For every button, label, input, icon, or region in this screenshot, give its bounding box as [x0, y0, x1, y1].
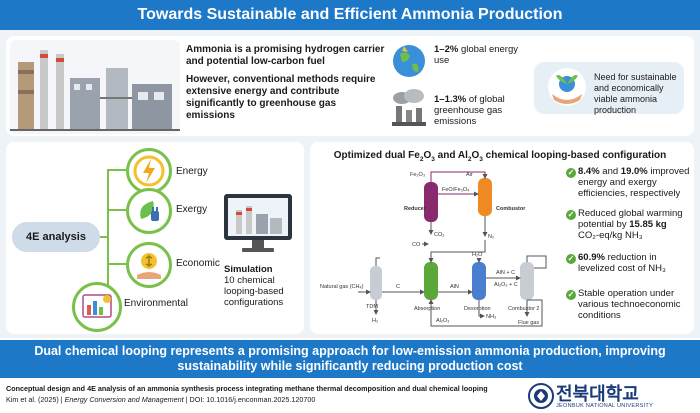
- intro-text: Ammonia is a promising hydrogen carrier …: [186, 44, 386, 128]
- reducer-vessel: [424, 182, 438, 222]
- analysis-item-exergy: Exergy: [176, 204, 208, 215]
- natural-gas-label: Natural gas (CH₄): [320, 284, 364, 290]
- analysis-item-economic: Economic: [176, 258, 220, 269]
- result-cost-text: reduction in levelized cost of NH₃: [578, 252, 666, 274]
- combustor2-label: Combustor 2: [508, 306, 540, 312]
- intro-paragraph-2: However, conventional methods require ex…: [186, 74, 376, 121]
- result-efficiency: 8.4% and 19.0% improved energy and exerg…: [578, 166, 692, 199]
- analysis-badge: 4E analysis: [12, 222, 100, 252]
- intro-paragraph-1: Ammonia is a promising hydrogen carrier …: [186, 44, 385, 67]
- simulation-text: 10 chemical looping-based configurations: [224, 275, 284, 308]
- absorption-vessel: [424, 262, 438, 300]
- absorption-label: Absorption: [414, 306, 440, 312]
- university-seal-icon: [528, 383, 554, 409]
- configuration-title: Optimized dual Fe2O3 and Al2O3 chemical …: [333, 150, 667, 163]
- check-icon: ✓: [566, 210, 576, 220]
- citation: Conceptual design and 4E analysis of an …: [6, 383, 506, 405]
- feo-label: FeO/Fe₃O₄: [442, 187, 470, 193]
- process-flow-diagram: Reducer Combustor Fe₂O₃ FeO/Fe₃O₄ Air CO…: [320, 171, 547, 327]
- environmental-circle: [72, 282, 122, 332]
- factory-illustration: [10, 40, 180, 134]
- simulation-monitor-icon: [224, 194, 292, 252]
- co2-label: CO₂: [434, 232, 444, 238]
- lightning-icon: [133, 155, 165, 187]
- n2-label: N₂: [488, 234, 494, 240]
- conclusion-bar: Dual chemical looping represents a promi…: [0, 340, 700, 378]
- ghg-stat-value: 1–1.3%: [434, 94, 467, 105]
- citation-line: Kim et al. (2025) | Energy Conversion an…: [6, 394, 506, 405]
- check-icon: ✓: [566, 254, 576, 264]
- al2o3-c-label: Al₂O₃ + C: [494, 282, 518, 288]
- energy-stat-text: global energy use: [434, 44, 518, 66]
- title-bar: Towards Sustainable and Efficient Ammoni…: [0, 0, 700, 30]
- result-gwp-value: 15.85 kg: [629, 219, 667, 230]
- citation-doi: | DOI: 10.1016/j.enconman.2025.120700: [183, 395, 316, 404]
- conclusion-text: Dual chemical looping represents a promi…: [34, 344, 666, 373]
- tdm-label: TDM: [366, 304, 378, 310]
- report-chart-icon: [82, 294, 112, 318]
- result-gwp-text: Reduced global warming potential by: [578, 208, 683, 230]
- desorption-vessel: [472, 262, 486, 300]
- aln-label: AlN: [450, 284, 459, 290]
- money-hand-icon: [137, 253, 161, 279]
- result-efficiency-mid: and: [599, 166, 621, 177]
- config-title-pre: Optimized dual Fe: [333, 150, 420, 161]
- co-label: CO: [412, 242, 421, 248]
- citation-authors: Kim et al. (2025) |: [6, 395, 65, 404]
- check-icon: ✓: [566, 290, 576, 300]
- analysis-item-environmental: Environmental: [124, 298, 188, 309]
- citation-journal: Energy Conversion and Management: [64, 395, 184, 404]
- university-name: 전북대학교: [556, 384, 639, 404]
- flue-gas-label: Flue gas: [518, 320, 539, 326]
- simulation-label: Simulation 10 chemical looping-based con…: [224, 264, 306, 308]
- check-icon: ✓: [566, 168, 576, 178]
- air-label: Air: [466, 172, 473, 178]
- analysis-item-energy: Energy: [176, 166, 208, 177]
- result-gwp: Reduced global warming potential by 15.8…: [578, 208, 692, 241]
- aln-c-label: AlN + C: [496, 270, 515, 276]
- result-gwp-unit: CO₂-eq/kg NH₃: [578, 230, 643, 241]
- result-efficiency-value-1: 8.4%: [578, 166, 600, 177]
- plug-leaf-icon: [140, 201, 159, 221]
- university-subtitle: JEONBUK NATIONAL UNIVERSITY: [556, 403, 654, 409]
- c-label: C: [396, 284, 400, 290]
- al2o3-label: Al₂O₃: [436, 318, 450, 324]
- nh3-label: NH₃: [486, 314, 496, 320]
- config-title-mid: and Al: [434, 150, 468, 161]
- result-stability: Stable operation under various technoeco…: [578, 288, 681, 321]
- combustor-vessel: [478, 178, 492, 216]
- tdm-vessel: [370, 266, 382, 300]
- reducer-label: Reducer: [404, 206, 427, 212]
- combustor2-vessel: [520, 262, 534, 300]
- economic-circle: [126, 242, 172, 288]
- result-efficiency-text: improved energy and exergy efficiencies,…: [578, 166, 690, 199]
- energy-stat-value: 1–2%: [434, 44, 459, 55]
- combustor-label: Combustor: [496, 206, 526, 212]
- ghg-stat: 1–1.3% of global greenhouse gas emission…: [434, 94, 524, 127]
- configuration-panel: [310, 142, 694, 334]
- result-cost: 60.9% reduction in levelized cost of NH₃: [578, 252, 692, 274]
- page-title: Towards Sustainable and Efficient Ammoni…: [137, 6, 563, 23]
- ghg-stat-text: of global greenhouse gas emissions: [434, 94, 505, 127]
- hands-plant-icon: [548, 68, 586, 106]
- config-title-post: chemical looping-based configuration: [482, 150, 667, 161]
- need-text: Need for sustainable and economically vi…: [594, 72, 677, 115]
- h2-label: H₂: [372, 318, 378, 324]
- result-efficiency-value-2: 19.0%: [620, 166, 648, 177]
- citation-title: Conceptual design and 4E analysis of an …: [6, 384, 488, 393]
- energy-circle: [126, 148, 172, 194]
- exergy-circle: [126, 188, 172, 234]
- fe2o3-label: Fe₂O₃: [410, 172, 425, 178]
- h2o-label: H₂O: [472, 252, 483, 258]
- result-cost-value: 60.9%: [578, 252, 605, 263]
- simulation-title: Simulation: [224, 264, 273, 275]
- desorption-label: Desorption: [464, 306, 491, 312]
- energy-stat: 1–2% global energy use: [434, 44, 524, 66]
- emissions-icon: [392, 89, 426, 126]
- globe-icon: [393, 45, 425, 77]
